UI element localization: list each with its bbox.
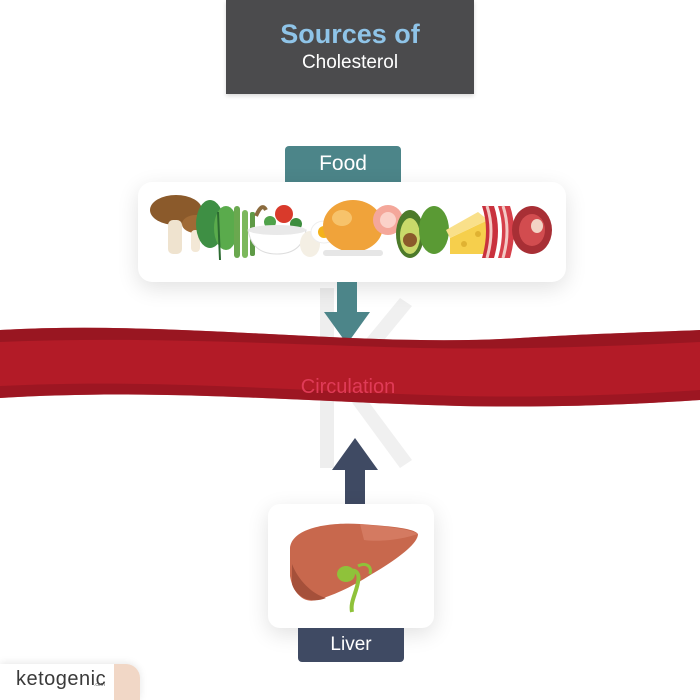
logo-drop-icon bbox=[114, 664, 140, 700]
liver-icon bbox=[290, 523, 418, 613]
steak-icon bbox=[512, 206, 552, 254]
roast-chicken-icon bbox=[323, 200, 383, 256]
bacon-icon bbox=[482, 205, 514, 259]
shrimp-icon bbox=[373, 205, 403, 235]
title-box: Sources of Cholesterol bbox=[226, 0, 474, 94]
up-arrow-icon bbox=[332, 438, 378, 504]
title-main: Sources of bbox=[280, 19, 420, 49]
food-label: Food bbox=[285, 146, 401, 182]
avocado-icon bbox=[396, 206, 449, 258]
spinach-icon bbox=[196, 200, 238, 261]
title-sub: Cholesterol bbox=[301, 52, 399, 73]
logo-suffix: .com bbox=[94, 682, 105, 688]
ketogenic-logo[interactable]: ketogenic .com bbox=[0, 664, 140, 700]
cheese-icon bbox=[446, 212, 488, 254]
down-arrow-icon bbox=[324, 282, 370, 344]
liver-label: Liver bbox=[298, 628, 404, 662]
circulation-label: Circulation bbox=[300, 376, 396, 398]
circulation-vessel bbox=[0, 327, 700, 407]
food-illustrations bbox=[150, 195, 552, 261]
salad-bowl-icon bbox=[247, 205, 307, 255]
logo-text: ketogenic bbox=[16, 668, 107, 690]
